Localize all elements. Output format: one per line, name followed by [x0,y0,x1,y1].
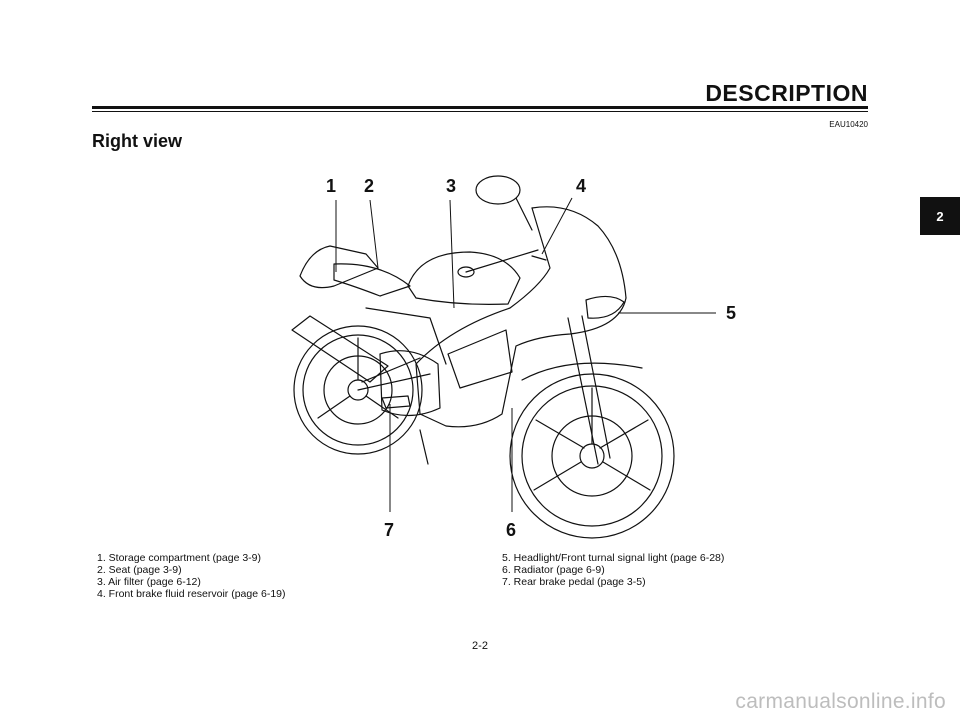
windscreen [531,206,627,299]
motorcycle-diagram: 1 2 3 4 5 6 7 [291,175,736,540]
side-panel [447,329,513,389]
brake-pedal [381,395,411,409]
front-fender [521,362,643,381]
leader-lines [335,197,716,512]
callout-2: 2 [364,176,374,196]
document-code: EAU10420 [829,120,868,129]
watermark: carmanualsonline.info [735,690,946,713]
section-title: DESCRIPTION [705,80,868,106]
caption-item: 6. Radiator (page 6-9) [502,564,605,576]
caption-item: 2. Seat (page 3-9) [97,564,182,576]
header-rule-thin [92,111,868,112]
header-rule-thick [92,106,868,109]
mirror [475,175,533,231]
front-wheel [509,373,675,539]
page-heading: Right view [92,131,183,151]
caption-item: 4. Front brake fluid reservoir (page 6-1… [97,588,286,600]
caption-list-left: 1. Storage compartment (page 3-9) 2. Sea… [97,552,502,600]
callout-3: 3 [446,176,456,196]
caption-list-right: 5. Headlight/Front turnal signal light (… [502,552,724,600]
front-fork [567,315,611,465]
caption-item: 5. Headlight/Front turnal signal light (… [502,552,725,564]
callout-4: 4 [576,176,586,196]
callout-1: 1 [326,176,336,196]
handlebar [457,249,547,278]
diagram-captions: 1. Storage compartment (page 3-9) 2. Sea… [97,552,797,600]
page-number: 2-2 [472,640,488,652]
caption-item: 3. Air filter (page 6-12) [97,576,201,588]
callout-5: 5 [726,303,736,323]
seat [333,263,411,297]
rear-wheel [293,325,423,455]
chapter-tab: 2 [920,197,960,235]
engine [379,350,441,417]
frame [357,307,447,391]
caption-item: 7. Rear brake pedal (page 3-5) [502,576,646,588]
exhaust-muffler [291,315,389,383]
headlight [585,295,625,319]
callout-6: 6 [506,520,516,540]
caption-item: 1. Storage compartment (page 3-9) [97,552,262,564]
front-fairing [415,207,627,428]
fuel-tank [407,251,521,305]
side-stand [419,429,429,465]
chapter-tab-label: 2 [936,208,944,224]
callout-7: 7 [384,520,394,540]
rear-tail [299,245,379,289]
